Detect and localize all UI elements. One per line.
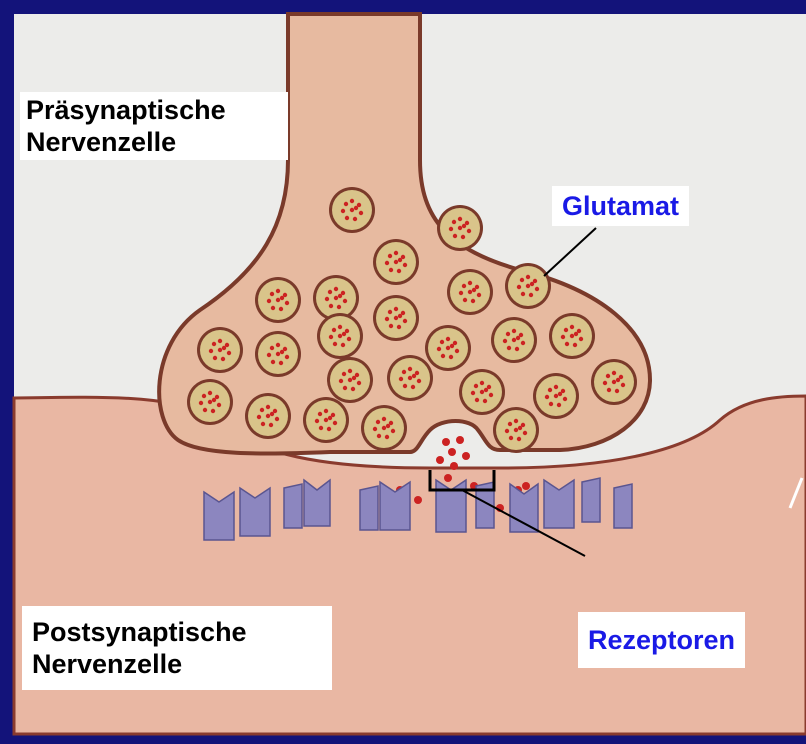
neurotransmitter-dot-icon [462, 452, 470, 460]
vesicle-icon [187, 379, 233, 425]
receptor-icon [582, 478, 600, 522]
receptor-icon [614, 484, 632, 528]
vesicle-icon [255, 277, 301, 323]
vesicle-icon [255, 331, 301, 377]
vesicle-icon [447, 269, 493, 315]
vesicle-icon [303, 397, 349, 443]
vesicle-icon [549, 313, 595, 359]
vesicle-icon [317, 313, 363, 359]
vesicle-icon [327, 357, 373, 403]
vesicle-icon [387, 355, 433, 401]
receptor-icon [360, 486, 378, 530]
vesicle-icon [591, 359, 637, 405]
vesicle-icon [491, 317, 537, 363]
vesicle-icon [459, 369, 505, 415]
vesicle-icon [245, 393, 291, 439]
presynaptic-label-line-2: Nervenzelle [26, 126, 282, 158]
neurotransmitter-dot-icon [450, 462, 458, 470]
receptors-label: Rezeptoren [578, 612, 745, 668]
vesicle-icon [437, 205, 483, 251]
vesicle-icon [373, 239, 419, 285]
neurotransmitter-dot-icon [436, 456, 444, 464]
postsynaptic-label-line-1: Postsynaptische [32, 616, 322, 648]
neurotransmitter-dot-icon [456, 436, 464, 444]
postsynaptic-label: Postsynaptische Nervenzelle [22, 606, 332, 690]
vesicle-icon [329, 187, 375, 233]
vesicle-icon [493, 407, 539, 453]
neurotransmitter-dot-icon [448, 448, 456, 456]
vesicle-icon [505, 263, 551, 309]
glutamate-label: Glutamat [552, 186, 689, 226]
vesicle-icon [197, 327, 243, 373]
postsynaptic-label-line-2: Nervenzelle [32, 648, 322, 680]
receptor-icon [284, 484, 302, 528]
presynaptic-label: Präsynaptische Nervenzelle [20, 92, 288, 160]
neurotransmitter-dot-icon [442, 438, 450, 446]
vesicle-icon [425, 325, 471, 371]
vesicle-icon [361, 405, 407, 451]
neurotransmitter-dot-icon [414, 496, 422, 504]
vesicle-icon [373, 295, 419, 341]
presynaptic-label-line-1: Präsynaptische [26, 94, 282, 126]
neurotransmitter-dot-icon [444, 474, 452, 482]
neurotransmitter-dot-icon [522, 482, 530, 490]
vesicle-icon [533, 373, 579, 419]
